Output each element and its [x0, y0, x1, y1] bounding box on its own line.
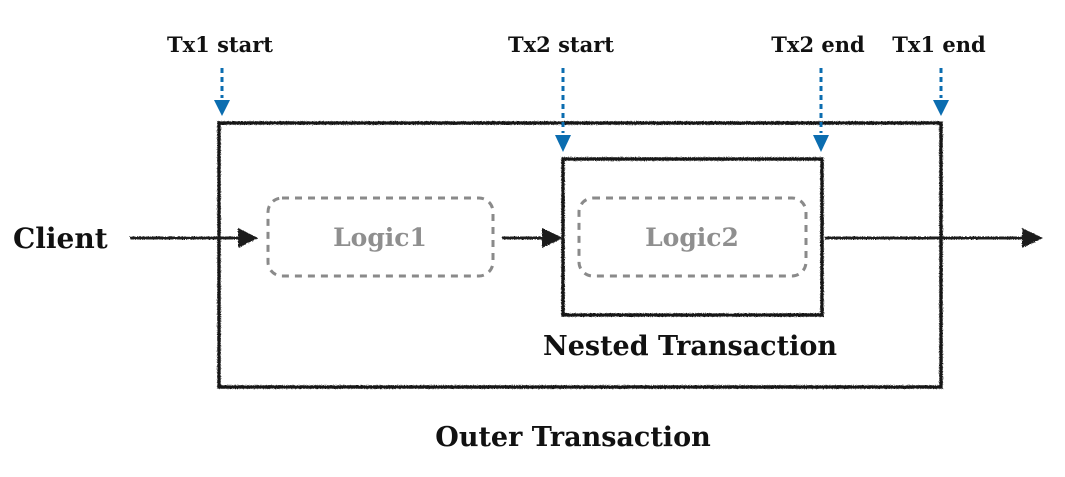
nested-transaction-label: Nested Transaction	[543, 331, 837, 362]
arrow-client-to-logic1-head	[238, 228, 258, 248]
tx2-start-arrow-icon	[555, 135, 571, 152]
tx1-end-label: Tx1 end	[892, 32, 986, 57]
tx2-end-arrow-icon	[813, 135, 829, 152]
nested-transaction-box	[561, 157, 824, 317]
logic1-box	[266, 196, 495, 278]
tx2-start-label: Tx2 start	[508, 32, 614, 57]
tx2-end-label: Tx2 end	[771, 32, 865, 57]
tx2-start-marker	[555, 68, 571, 152]
tx1-start-label: Tx1 start	[167, 32, 273, 57]
client-label: Client	[13, 222, 108, 255]
tx1-end-arrow-icon	[933, 100, 949, 116]
tx2-end-marker	[813, 68, 829, 152]
logic1-label: Logic1	[333, 223, 427, 252]
tx1-start-marker	[214, 68, 230, 116]
arrow-logic1-to-logic2-head	[542, 228, 563, 248]
tx1-start-arrow-icon	[214, 100, 230, 116]
tx1-end-marker	[933, 68, 949, 116]
logic2-label: Logic2	[645, 223, 739, 252]
outer-transaction-label: Outer Transaction	[435, 422, 711, 453]
flow-arrows	[130, 228, 1043, 248]
logic2-box	[577, 196, 808, 278]
outer-transaction-box	[217, 121, 943, 389]
arrow-exit-head	[1022, 228, 1043, 248]
